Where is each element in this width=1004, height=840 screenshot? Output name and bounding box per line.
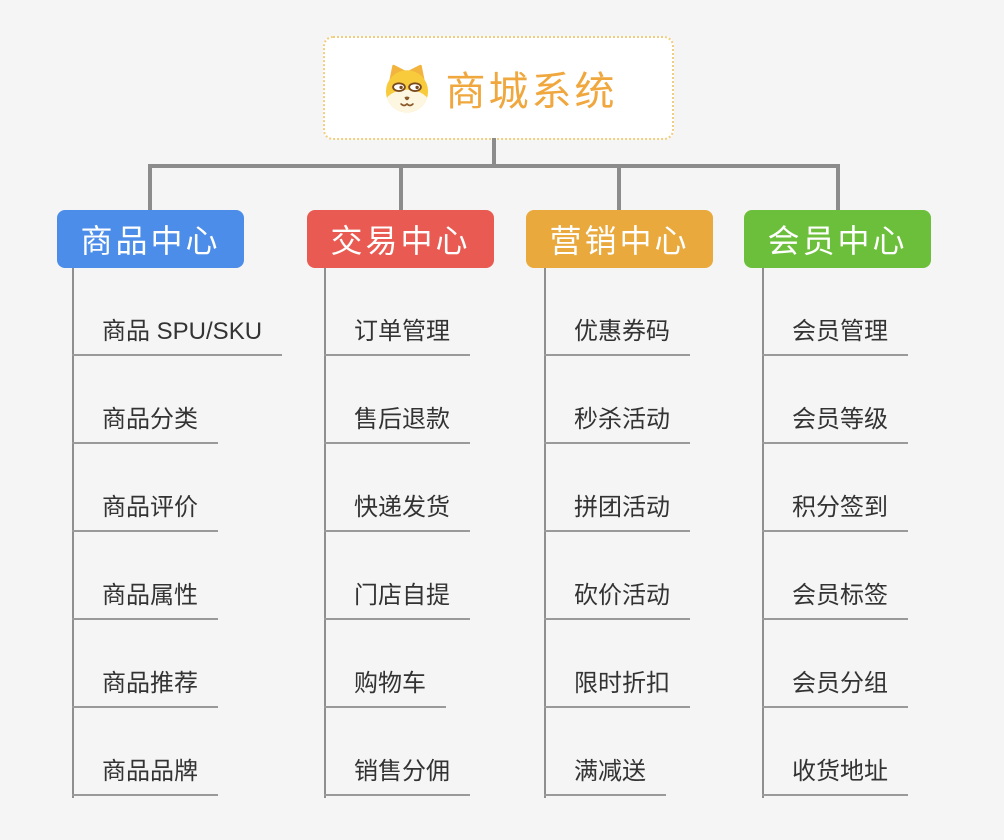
branch-children-product: 商品 SPU/SKU 商品分类 商品评价 商品属性 商品推荐 商品品牌 [72, 268, 283, 796]
leaf-node[interactable]: 门店自提 [324, 532, 470, 620]
branch-node-trade[interactable]: 交易中心 [307, 210, 494, 268]
leaf-node[interactable]: 会员等级 [762, 356, 908, 444]
leaf-node[interactable]: 优惠券码 [544, 268, 690, 356]
leaf-node[interactable]: 限时折扣 [544, 620, 690, 708]
branch-children-member: 会员管理 会员等级 积分签到 会员标签 会员分组 收货地址 [762, 268, 908, 796]
leaf-node[interactable]: 会员分组 [762, 620, 908, 708]
leaf-node[interactable]: 砍价活动 [544, 532, 690, 620]
branch-children-marketing: 优惠券码 秒杀活动 拼团活动 砍价活动 限时折扣 满减送 [544, 268, 690, 796]
leaf-node[interactable]: 商品属性 [72, 532, 218, 620]
dog-face-icon [385, 64, 428, 113]
branch-node-marketing[interactable]: 营销中心 [526, 210, 713, 268]
leaf-node[interactable]: 商品分类 [72, 356, 218, 444]
leaf-node[interactable]: 商品推荐 [72, 620, 218, 708]
branch-drop-line [836, 164, 840, 210]
leaf-node[interactable]: 商品品牌 [72, 708, 218, 796]
leaf-node[interactable]: 会员管理 [762, 268, 908, 356]
leaf-node[interactable]: 商品 SPU/SKU [72, 268, 283, 356]
root-node[interactable]: 商城系统 [323, 36, 674, 140]
branch-rail-line [148, 164, 840, 168]
leaf-node[interactable]: 满减送 [544, 708, 666, 796]
leaf-node[interactable]: 购物车 [324, 620, 446, 708]
leaf-node[interactable]: 会员标签 [762, 532, 908, 620]
branch-drop-line [617, 164, 621, 210]
leaf-node[interactable]: 秒杀活动 [544, 356, 690, 444]
leaf-node[interactable]: 快递发货 [324, 444, 470, 532]
branch-spine-line [324, 268, 326, 798]
branch-spine-line [762, 268, 764, 798]
branch-spine-line [544, 268, 546, 798]
leaf-node[interactable]: 收货地址 [762, 708, 908, 796]
leaf-node[interactable]: 销售分佣 [324, 708, 470, 796]
root-title: 商城系统 [445, 70, 618, 114]
branch-spine-line [72, 268, 74, 798]
branch-node-member[interactable]: 会员中心 [744, 210, 931, 268]
root-stem-line [492, 138, 496, 166]
leaf-node[interactable]: 商品评价 [72, 444, 218, 532]
leaf-node[interactable]: 积分签到 [762, 444, 908, 532]
branch-drop-line [399, 164, 403, 210]
branch-node-product[interactable]: 商品中心 [57, 210, 244, 268]
branch-drop-line [148, 164, 152, 210]
leaf-node[interactable]: 拼团活动 [544, 444, 690, 532]
leaf-node[interactable]: 订单管理 [324, 268, 470, 356]
leaf-node[interactable]: 售后退款 [324, 356, 470, 444]
branch-children-trade: 订单管理 售后退款 快递发货 门店自提 购物车 销售分佣 [324, 268, 470, 796]
